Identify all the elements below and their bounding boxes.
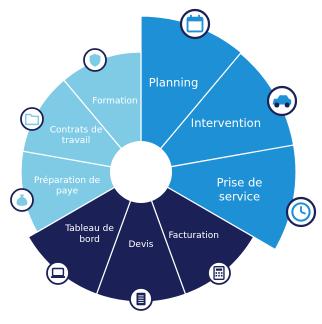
clock-icon[interactable] (285, 196, 317, 228)
segment-label-formation: Formation (92, 97, 137, 107)
segment-label-planning: Planning (149, 76, 199, 90)
calculator-icon[interactable] (207, 261, 231, 285)
segment-label-devis: Devis (129, 240, 154, 250)
folder-icon[interactable] (20, 107, 44, 131)
segment-label-intervention: Intervention (191, 116, 261, 130)
wheel-center (110, 141, 172, 203)
calendar-icon[interactable] (179, 8, 211, 40)
document-icon[interactable] (129, 287, 153, 311)
laptop-icon[interactable] (46, 261, 70, 285)
segment-label-facturation: Facturation (168, 231, 219, 241)
money-bag-icon[interactable] (10, 188, 34, 212)
shield-icon[interactable] (83, 48, 107, 72)
car-icon[interactable] (266, 85, 298, 117)
